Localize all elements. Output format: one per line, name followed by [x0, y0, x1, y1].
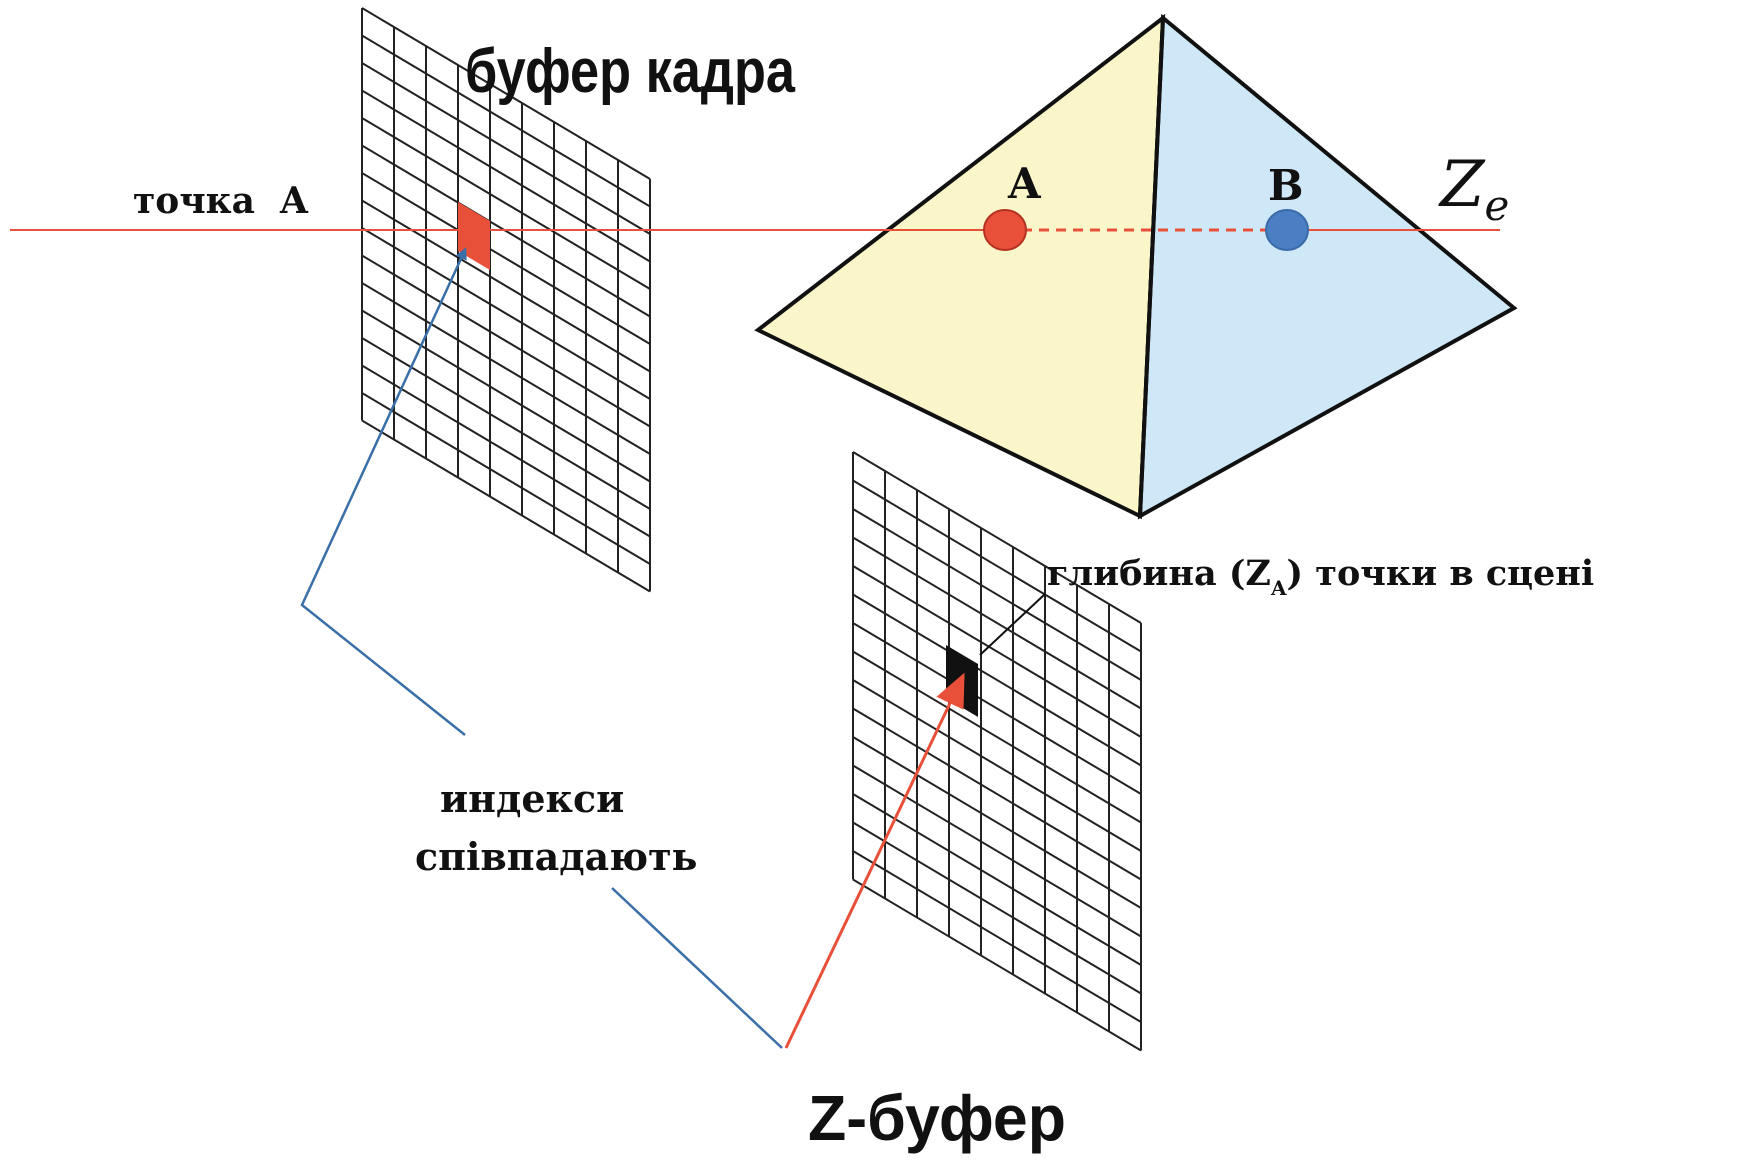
grid-row-line — [852, 707, 1142, 881]
indices-label-line1: индекси — [440, 776, 624, 821]
grid-row-line — [361, 419, 651, 593]
grid-row-line — [852, 593, 1142, 767]
vertex-a-label: A — [1007, 159, 1042, 208]
point-b-marker — [1265, 209, 1309, 251]
grid-row-line — [361, 227, 651, 400]
grid-row-line — [852, 650, 1142, 824]
grid-row-line — [852, 479, 1142, 653]
grid-row-line — [361, 364, 651, 538]
grid-row-line — [852, 821, 1142, 995]
grid-row-line — [361, 117, 651, 290]
grid-row-line — [852, 536, 1142, 710]
indices-label-line2: співпадають — [415, 834, 697, 879]
grid-row-line — [852, 508, 1142, 681]
grid-row-line — [852, 793, 1142, 966]
grid-row-line — [361, 254, 651, 428]
grid-row-line — [361, 337, 651, 510]
z-buffer-grid — [852, 451, 1142, 1052]
grid-row-line — [361, 392, 651, 565]
grid-row-line — [852, 622, 1142, 795]
z-buffer-title: Z-буфер — [808, 1082, 1066, 1154]
point-a-label: точка A — [133, 180, 309, 222]
grid-row-line — [361, 282, 651, 455]
grid-row-line — [361, 309, 651, 483]
frame-buffer-title: буфер кадра — [465, 37, 795, 106]
pyramid-face-right — [1137, 13, 1518, 520]
grid-row-line — [361, 199, 651, 373]
indices-leader-to-frame-buffer — [300, 247, 467, 736]
grid-row-line — [361, 7, 651, 180]
grid-row-line — [852, 565, 1142, 738]
vertex-b-label: B — [1268, 161, 1304, 210]
grid-row-line — [852, 679, 1142, 852]
grid-row-line — [361, 172, 651, 345]
grid-row-line — [852, 764, 1142, 938]
grid-row-line — [852, 736, 1142, 909]
depth-leader-line — [979, 593, 1046, 656]
pyramid — [754, 13, 1518, 520]
grid-row-line — [852, 878, 1142, 1052]
depth-label: глибина (ZA) точки в сцені — [1047, 553, 1594, 600]
grid-row-line — [361, 34, 651, 208]
grid-row-line — [852, 850, 1142, 1023]
grid-row-line — [852, 451, 1142, 624]
point-a-marker — [983, 209, 1027, 251]
pyramid-front-edge — [1138, 17, 1165, 517]
z-axis-label: Ze — [1438, 148, 1509, 230]
z-buffer-red-arrow — [784, 672, 965, 1049]
grid-row-line — [361, 62, 651, 235]
grid-row-line — [361, 89, 651, 263]
indices-leader-to-z-buffer — [611, 887, 783, 1049]
frame-buffer-grid — [361, 7, 651, 593]
pyramid-face-left — [754, 13, 1166, 520]
